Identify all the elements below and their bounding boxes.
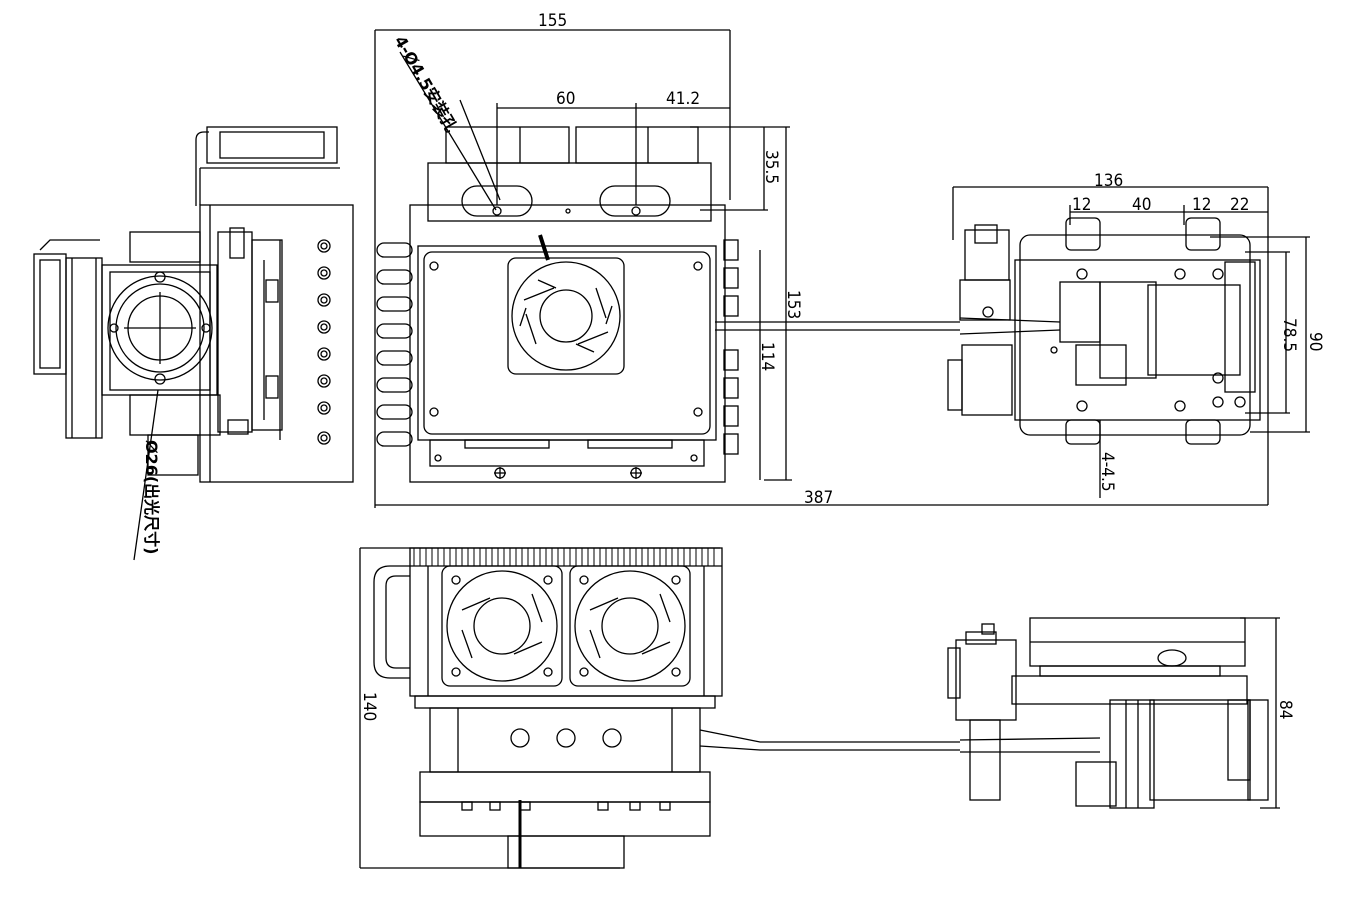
side-view-left bbox=[33, 126, 354, 561]
dim-4-4-5: 4-4.5 bbox=[1097, 452, 1117, 492]
dim-60: 60 bbox=[556, 89, 575, 109]
front-view bbox=[374, 29, 1268, 508]
dim-78-5: 78.5 bbox=[1279, 318, 1299, 352]
dimension-labels: 155 60 41.2 35.5 153 114 387 136 12 40 1… bbox=[142, 11, 1325, 721]
note-mount-holes: 4-Ø4.5安装孔 bbox=[391, 33, 461, 136]
bottom-side-view bbox=[359, 547, 1101, 869]
laser-head-top-view bbox=[947, 186, 1310, 505]
dim-35-5: 35.5 bbox=[761, 150, 781, 184]
dim-114: 114 bbox=[757, 342, 777, 371]
dim-12b: 12 bbox=[1192, 195, 1211, 215]
dim-90: 90 bbox=[1305, 332, 1325, 351]
dim-155: 155 bbox=[538, 11, 567, 31]
dim-41-2: 41.2 bbox=[666, 89, 700, 109]
dim-153: 153 bbox=[783, 290, 803, 319]
dim-140: 140 bbox=[359, 692, 379, 721]
note-aperture: Ø26(出光尺寸) bbox=[142, 440, 161, 555]
dim-40: 40 bbox=[1132, 195, 1151, 215]
dim-84: 84 bbox=[1275, 700, 1295, 719]
dim-136: 136 bbox=[1094, 171, 1123, 191]
dim-387: 387 bbox=[804, 488, 833, 508]
laser-head-side-view bbox=[947, 617, 1280, 809]
dim-12a: 12 bbox=[1072, 195, 1091, 215]
dim-22: 22 bbox=[1230, 195, 1249, 215]
